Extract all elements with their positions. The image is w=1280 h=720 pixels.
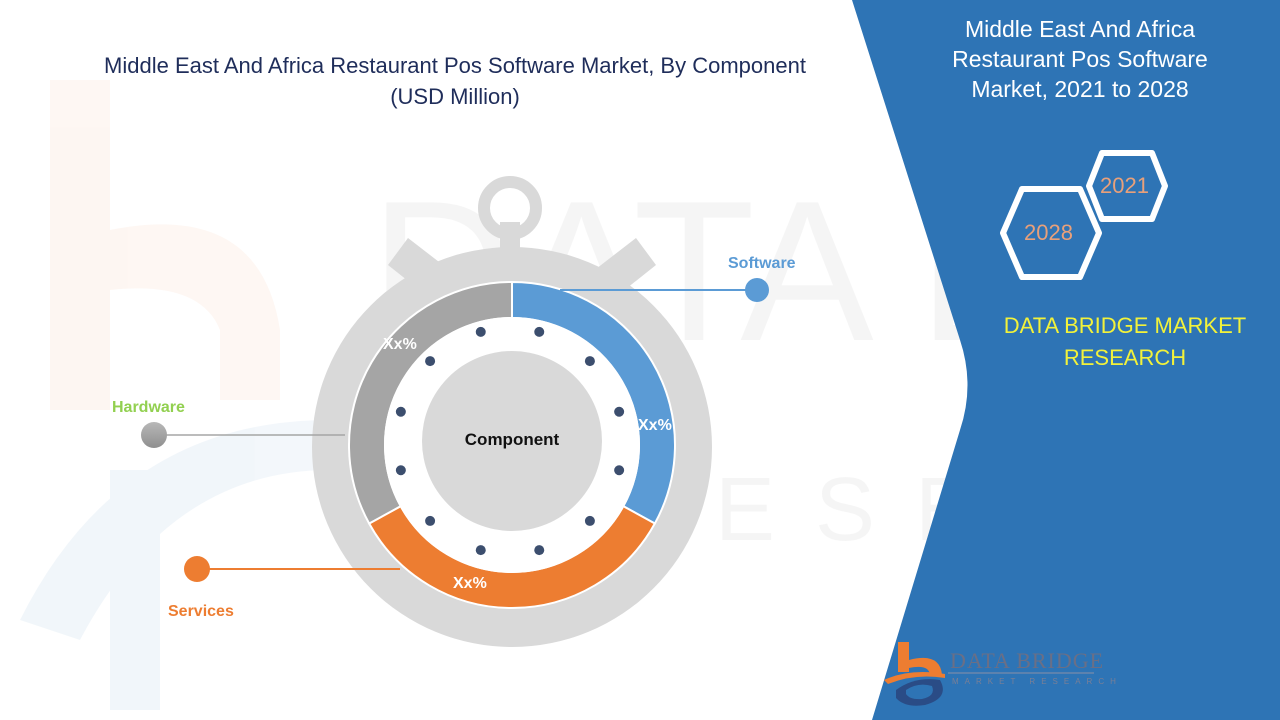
dial-dot [475, 545, 486, 556]
dial-dot [395, 465, 406, 476]
brand-text: DATA BRIDGE MARKET RESEARCH [985, 310, 1265, 374]
side-panel-title-line2: Restaurant Pos Software [952, 46, 1208, 72]
services-callout-dot [184, 556, 210, 582]
dial-dot [534, 545, 545, 556]
software-percent: Xx% [638, 417, 672, 434]
hardware-callout-dot [141, 422, 167, 448]
dial-dot [614, 406, 625, 417]
hexagon-2028 [1000, 186, 1102, 280]
dial-dot [425, 515, 436, 526]
chart-title: Middle East And Africa Restaurant Pos So… [40, 50, 870, 112]
chart-title-line2: (USD Million) [390, 84, 520, 109]
side-panel-title-line1: Middle East And Africa [964, 16, 1196, 42]
dial-dot [584, 515, 595, 526]
software-label: Software [728, 255, 796, 272]
hardware-percent: Xx% [383, 336, 417, 353]
brand-line2: RESEARCH [1063, 345, 1187, 370]
dial-dot [614, 465, 625, 476]
services-label: Services [168, 603, 234, 620]
dial-dot [584, 356, 595, 367]
hex-year-2021: 2021 [1100, 173, 1149, 198]
dial-dot [475, 326, 486, 337]
center-label: Component [464, 430, 560, 449]
services-percent: Xx% [453, 575, 487, 592]
dial-dots [395, 326, 625, 556]
hardware-label: Hardware [112, 399, 185, 416]
brand-line1: DATA BRIDGE MARKET [1003, 313, 1247, 338]
dial-dot [534, 326, 545, 337]
center-circle [422, 351, 602, 531]
logo-subtext: MARKET RESEARCH [952, 677, 1122, 686]
dial-dot [395, 406, 406, 417]
dial-dot [425, 356, 436, 367]
hexagon-2021 [1086, 150, 1168, 222]
hex-year-2028: 2028 [1024, 220, 1073, 245]
side-panel-title-line3: Market, 2021 to 2028 [971, 76, 1189, 102]
data-bridge-logo-icon [884, 642, 945, 706]
logo-text: DATA BRIDGE [950, 648, 1105, 673]
side-panel-title: Middle East And Africa Restaurant Pos So… [875, 14, 1280, 104]
chart-title-line1: Middle East And Africa Restaurant Pos So… [104, 53, 806, 78]
software-callout-dot [745, 278, 769, 302]
